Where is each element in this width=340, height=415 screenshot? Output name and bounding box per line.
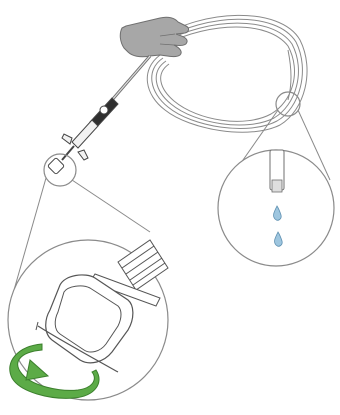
magnifier-guide-line-right xyxy=(72,180,150,232)
syringe-handle-icon xyxy=(48,98,118,174)
catheter-tip-drip-magnifier-icon xyxy=(218,150,334,266)
catheter-shaft xyxy=(112,56,150,100)
gloved-hand-icon xyxy=(120,17,188,57)
